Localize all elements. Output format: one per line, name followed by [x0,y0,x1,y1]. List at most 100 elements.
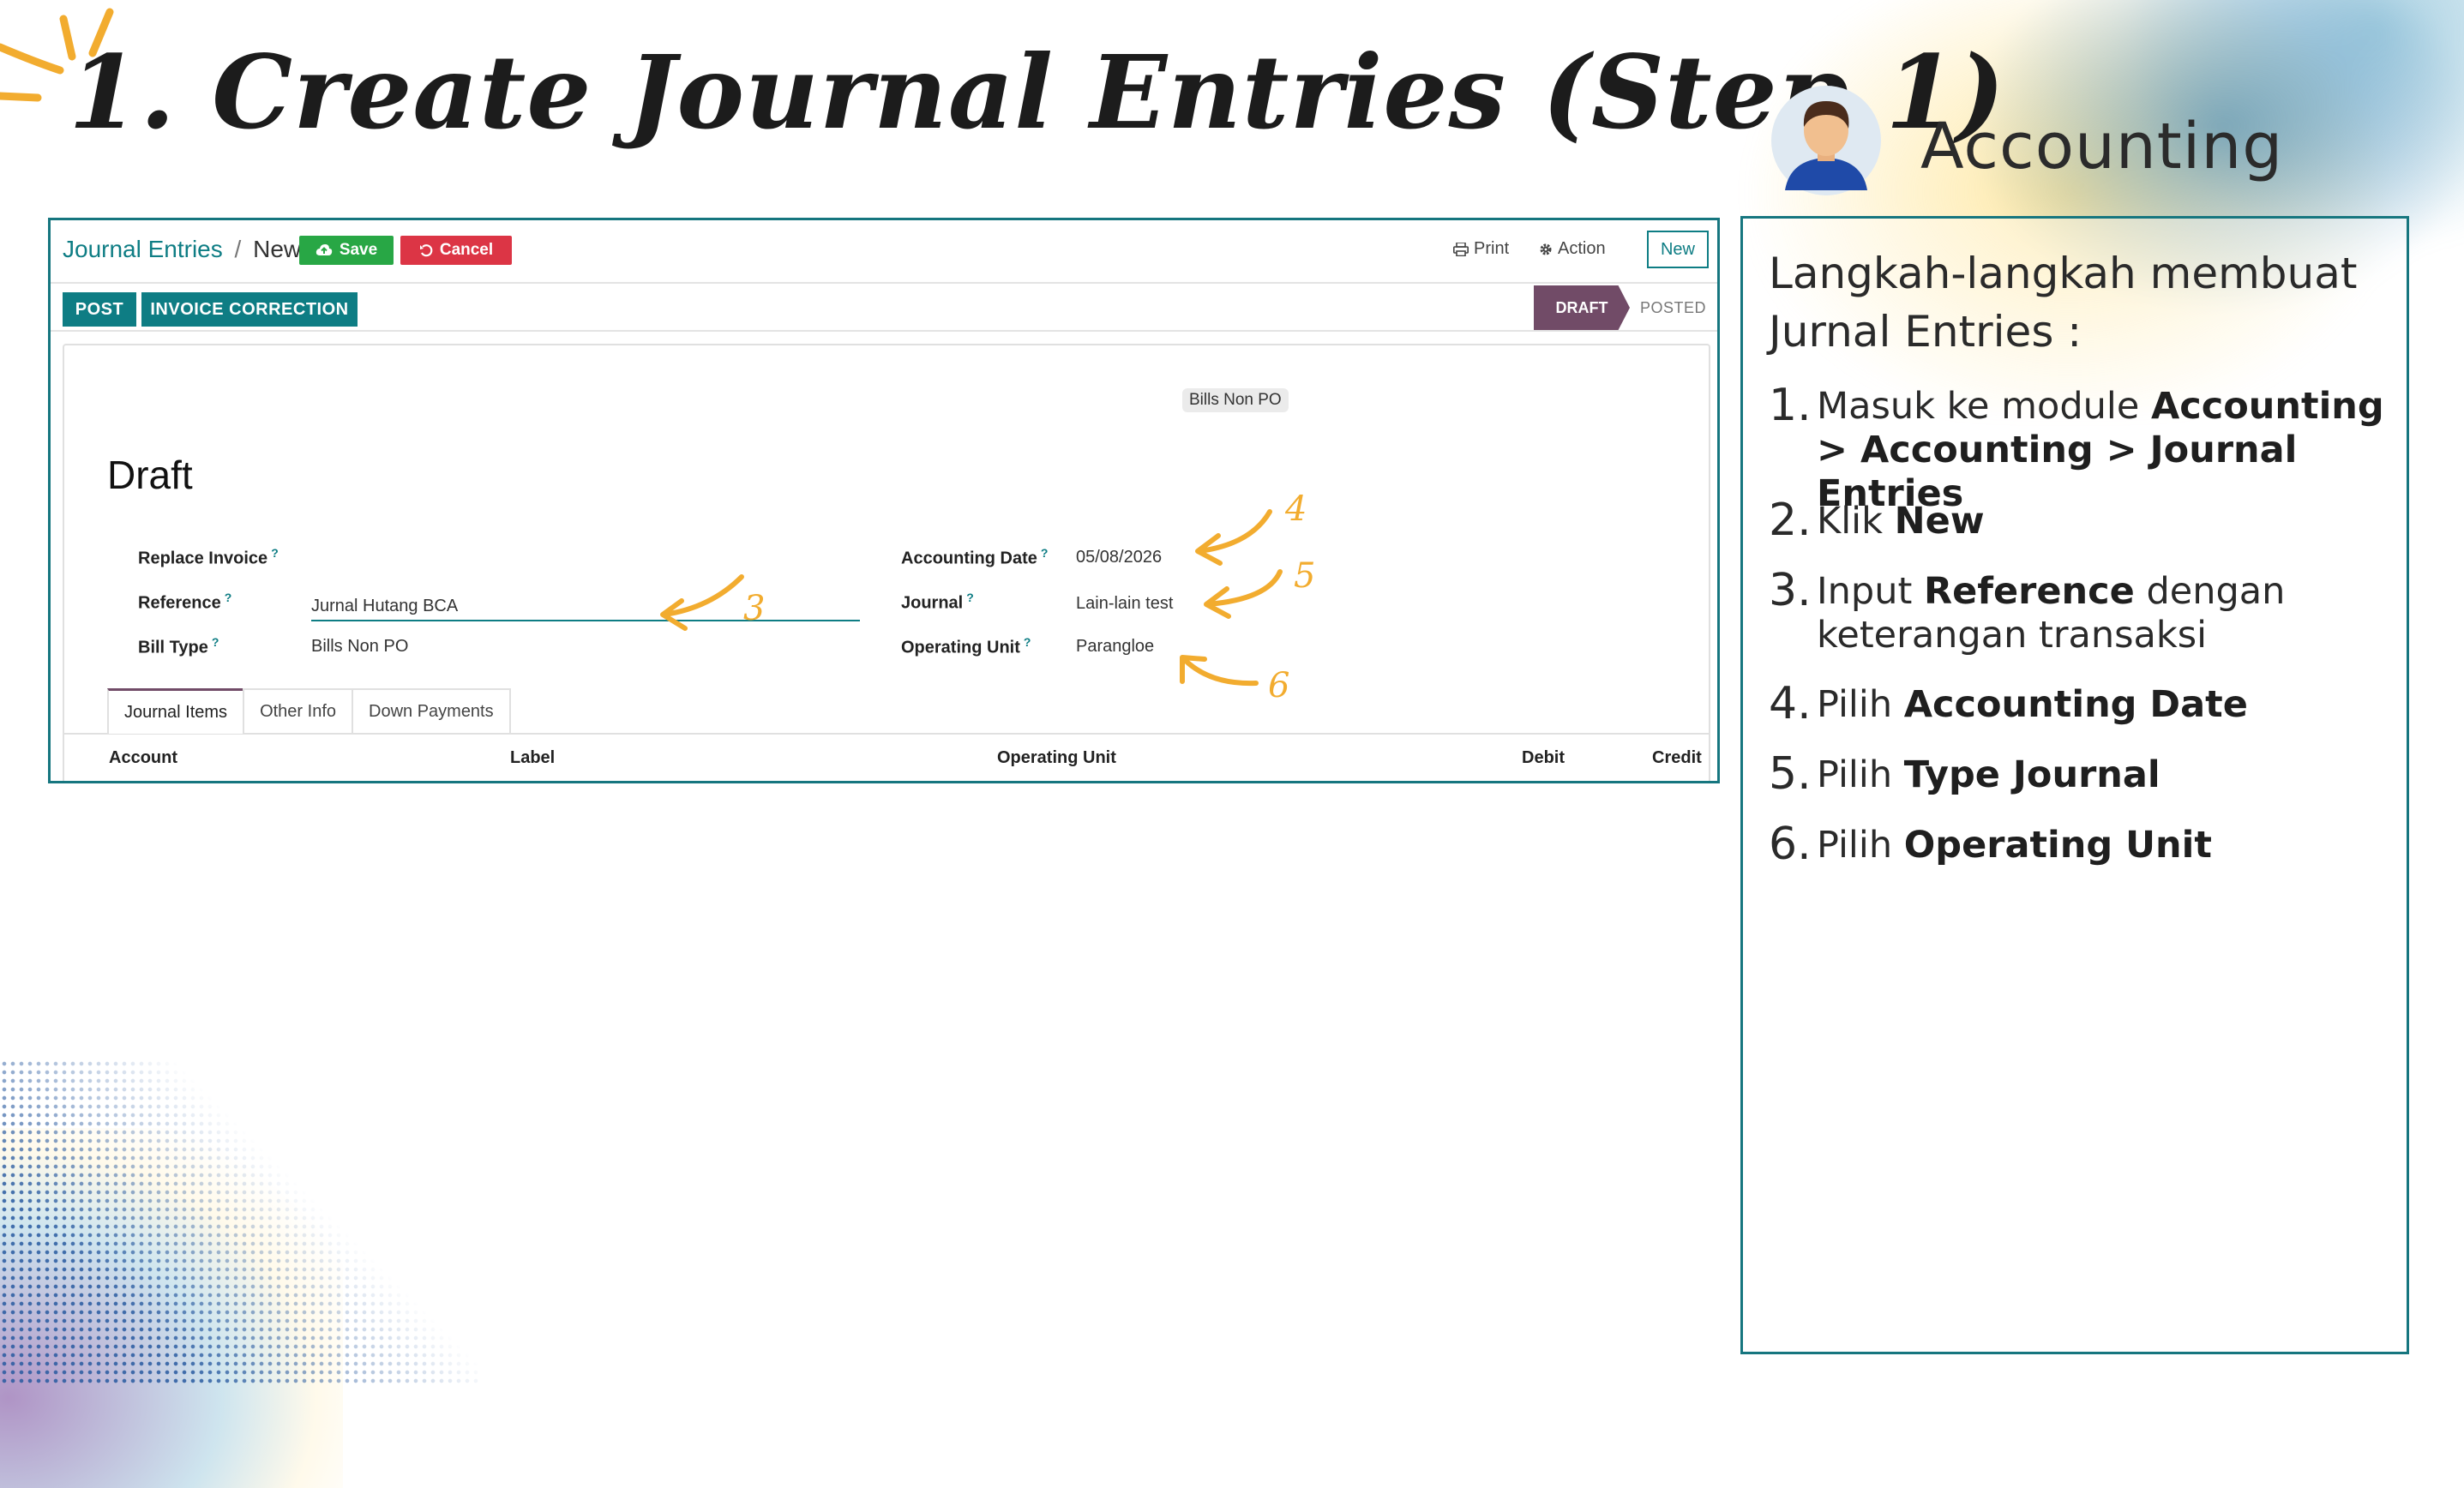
reference-label-text: Reference [138,593,221,613]
step-text-plain: Pilih [1817,824,1904,867]
decorative-dots-bottom-left [0,1059,480,1385]
step-text-plain: Pilih [1817,753,1904,796]
control-panel: Journal Entries / New Save Cancel P [51,220,1717,284]
odoo-form-screenshot: Journal Entries / New Save Cancel P [48,218,1720,783]
reference-label: Reference? [138,591,231,614]
bill-type-label-text: Bill Type [138,638,208,657]
step-text: Pilih Type Journal [1817,753,2400,797]
help-icon[interactable]: ? [211,635,219,649]
operating-unit-label-text: Operating Unit [901,638,1020,657]
status-draft[interactable]: DRAFT [1534,285,1630,330]
step-number: 2. [1769,495,1812,546]
invoice-correction-button[interactable]: INVOICE CORRECTION [141,292,358,327]
step-number: 4. [1769,678,1812,729]
column-settings-icon[interactable] [1717,750,1720,765]
step-number: 5. [1769,748,1812,800]
column-account[interactable]: Account [109,748,177,767]
action-menu[interactable]: Action [1539,239,1606,259]
step-text-plain: dengan keterangan transaksi [1817,570,2286,657]
annotation-number: 4 [1284,489,1307,529]
step-text-bold: Type Journal [1903,753,2161,796]
record-title: Draft [107,453,193,497]
action-label: Action [1558,239,1606,258]
breadcrumb-separator: / [234,236,242,262]
accounting-date-value[interactable]: 05/08/2026 [1076,548,1163,567]
arrow-5-icon [1205,569,1283,607]
annotation-number: 5 [1294,556,1315,596]
tab-down-payments[interactable]: Down Payments [352,688,511,733]
step-text: Pilih Accounting Date [1817,683,2400,727]
breadcrumb-current: New [253,236,302,262]
cloud-upload-icon [316,244,333,255]
steps-intro: Langkah-langkah membuat Jurnal Entries : [1769,249,2358,357]
steps-panel: Langkah-langkah membuat Jurnal Entries :… [1740,216,2409,1354]
undo-icon [419,244,433,257]
step-text-plain: Masuk ke module [1817,385,2151,428]
help-icon[interactable]: ? [271,546,279,560]
step-text: Input Reference dengan keterangan transa… [1817,570,2400,657]
print-menu[interactable]: Print [1453,239,1509,259]
column-debit[interactable]: Debit [1522,748,1565,767]
tabs-divider [64,733,1709,735]
sun-rays-decoration [0,8,114,102]
post-button[interactable]: POST [63,292,136,327]
step-text-plain: Input [1817,570,1925,613]
step-text-plain: Klik [1817,500,1895,543]
decorative-gradient-top-right [1710,0,2464,411]
step-text-bold: Accounting Date [1903,683,2248,726]
accounting-date-label: Accounting Date? [901,546,1048,569]
printer-icon [1453,242,1469,256]
annotation-overlay: 3 4 5 6 [660,489,1315,705]
form-sheet: Bills Non PO Draft Replace Invoice? Refe… [63,344,1710,781]
operating-unit-value[interactable]: Parangloe [1076,637,1155,656]
step-number: 1. [1769,380,1812,431]
accounting-date-label-text: Accounting Date [901,549,1037,568]
cancel-label: Cancel [439,241,494,259]
step-text-bold: New [1894,500,1985,543]
user-avatar-icon [1771,86,1881,195]
help-icon[interactable]: ? [966,591,974,604]
bill-type-badge: Bills Non PO [1182,388,1289,412]
journal-label-text: Journal [901,593,964,613]
section-label: Accounting [1920,110,2284,183]
journal-value[interactable]: Lain-lain test [1076,594,1174,613]
step-text: Masuk ke module Accounting > Accounting … [1817,385,2400,516]
step-text-bold: Accounting > Accounting > Journal Entrie… [1817,385,2384,515]
help-icon[interactable]: ? [1040,546,1049,560]
column-credit[interactable]: Credit [1652,748,1702,767]
arrow-3-icon [662,574,744,617]
arrow-6-icon [1181,657,1259,687]
new-button[interactable]: New [1647,231,1709,268]
help-icon[interactable]: ? [224,591,232,604]
step-text-bold: Operating Unit [1903,824,2212,867]
annotation-number: 6 [1268,666,1289,705]
help-icon[interactable]: ? [1023,635,1031,649]
breadcrumb: Journal Entries / New [63,236,301,263]
replace-invoice-label-text: Replace Invoice [138,549,268,568]
step-number: 6. [1769,819,1812,870]
slide-title: 1. Create Journal Entries (Step 1) [69,33,2006,152]
step-text: Klik New [1817,500,2400,543]
status-posted[interactable]: POSTED [1640,298,1707,316]
save-label: Save [339,241,378,259]
step-number: 3. [1769,565,1812,616]
cancel-button[interactable]: Cancel [400,236,512,265]
breadcrumb-journal-entries-link[interactable]: Journal Entries [63,236,223,262]
reference-input[interactable] [311,592,860,621]
journal-label: Journal? [901,591,974,614]
bill-type-label: Bill Type? [138,635,219,658]
step-text-bold: Reference [1924,570,2135,613]
step-text: Pilih Operating Unit [1817,824,2400,867]
column-operating-unit[interactable]: Operating Unit [997,748,1116,767]
step-text-plain: Pilih [1817,683,1904,726]
replace-invoice-label: Replace Invoice? [138,546,279,569]
tab-journal-items[interactable]: Journal Items [107,688,245,734]
statusbar: POST INVOICE CORRECTION DRAFT POSTED [51,284,1717,332]
operating-unit-label: Operating Unit? [901,635,1031,658]
print-label: Print [1474,239,1510,258]
bill-type-value[interactable]: Bills Non PO [311,637,409,656]
save-button[interactable]: Save [299,236,394,265]
arrow-4-icon [1197,509,1272,554]
annotation-number: 3 [743,589,765,628]
column-label[interactable]: Label [510,748,556,767]
